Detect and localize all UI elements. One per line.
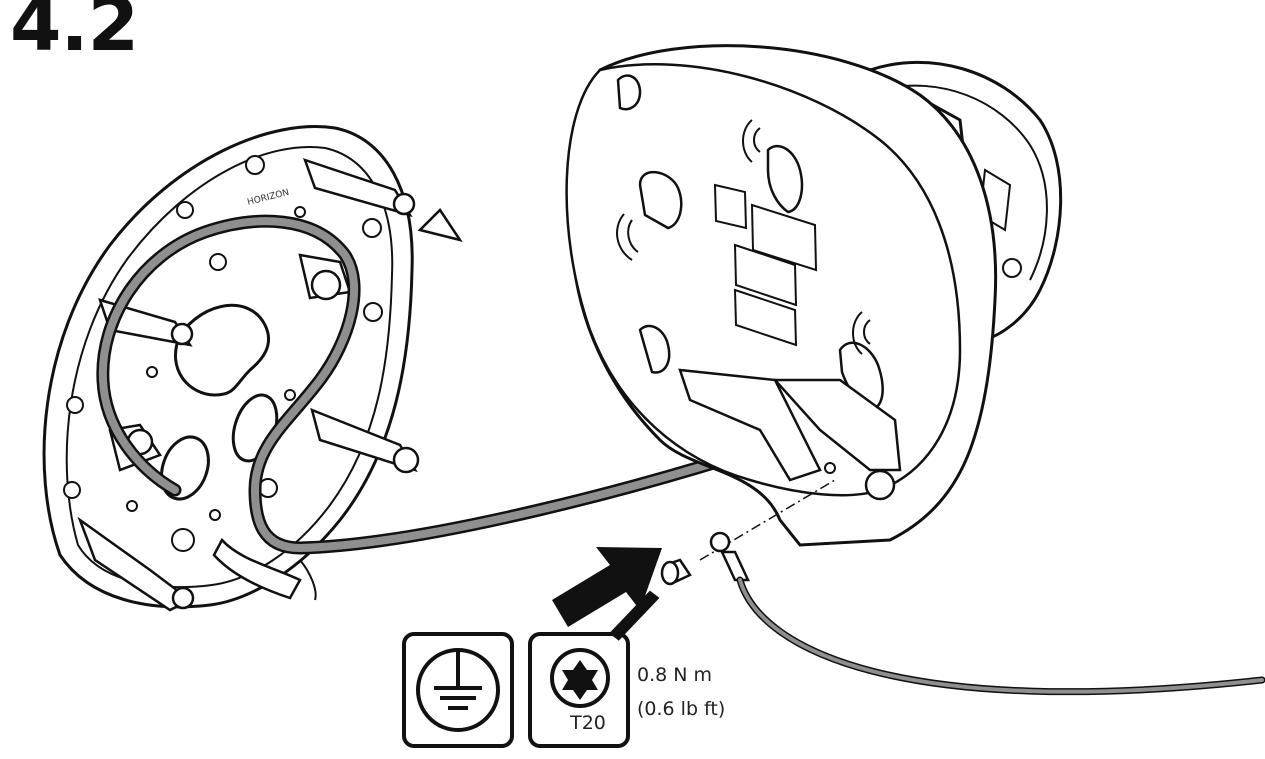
cable-fill xyxy=(98,217,814,553)
ring-terminal xyxy=(709,531,750,582)
torx-bit-icon xyxy=(528,590,660,748)
torque-imperial: (0.6 lb ft) xyxy=(637,698,726,720)
ground-screw xyxy=(660,558,692,586)
torx-bit-label: T20 xyxy=(570,712,606,734)
torque-spec: 0.8 N m (0.6 lb ft) xyxy=(637,658,725,726)
ground-symbol-icon xyxy=(402,632,514,748)
torque-metric: 0.8 N m xyxy=(637,664,713,686)
insert-arrow-icon xyxy=(552,547,662,627)
ground-wire xyxy=(736,576,1265,696)
camera-housing xyxy=(565,44,1063,547)
ground-wire-fill xyxy=(738,578,1264,694)
step-number: 4.2 xyxy=(10,0,139,68)
